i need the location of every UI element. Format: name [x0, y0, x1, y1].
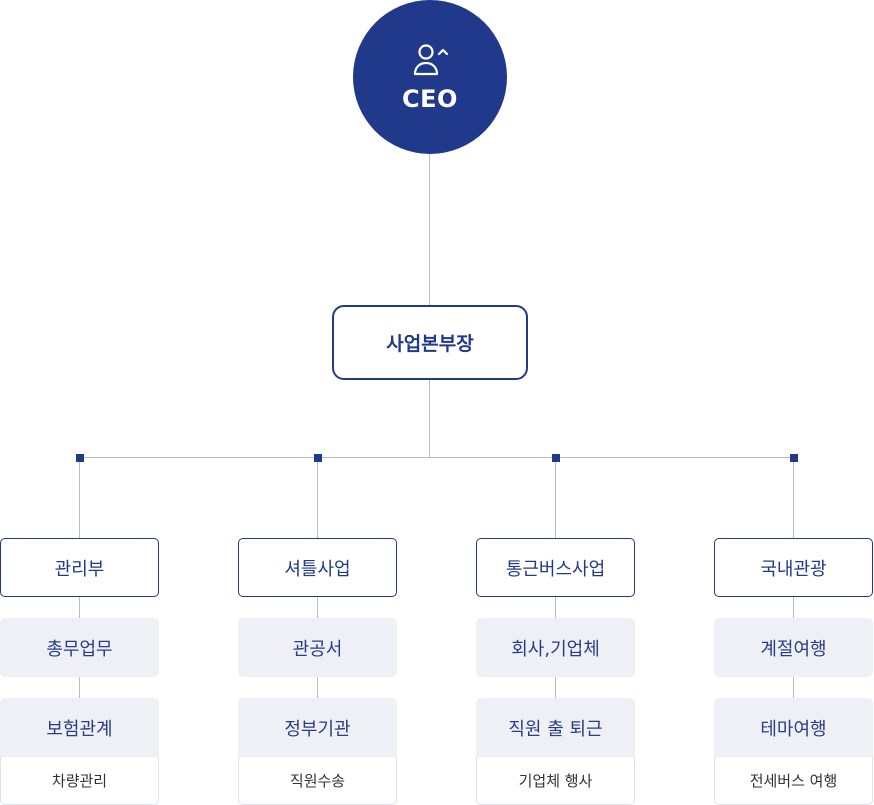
- branch-line-1: [79, 458, 80, 538]
- team-team-line-2: [317, 677, 318, 698]
- head-label: 사업본부장: [386, 333, 474, 355]
- ceo-label: CEO: [402, 85, 458, 113]
- branch-node-3: [552, 454, 560, 462]
- team-label: 직원 출 퇴근: [508, 718, 603, 740]
- team-box: 정부기관: [238, 698, 397, 757]
- head-node: 사업본부장: [332, 305, 528, 380]
- dept-team-line-3: [555, 597, 556, 618]
- head-connector-line: [429, 378, 430, 458]
- dept-label: 관리부: [54, 558, 105, 580]
- team-label: 총무업무: [46, 638, 113, 660]
- team-box: 계절여행: [714, 618, 873, 677]
- branch-node-1: [76, 454, 84, 462]
- dept-label: 셔틀사업: [284, 558, 351, 580]
- team-box: 회사,기업체: [476, 618, 635, 677]
- team-label: 관공서: [292, 638, 343, 660]
- dept-box-1: 관리부: [0, 538, 159, 597]
- sub-box: 직원수송: [238, 757, 397, 805]
- ceo-connector-line: [429, 154, 430, 305]
- team-box: 보험관계: [0, 698, 159, 757]
- branch-line-4: [793, 458, 794, 538]
- dept-box-3: 통근버스사업: [476, 538, 635, 597]
- dept-label: 국내관광: [760, 558, 827, 580]
- branch-line-2: [317, 458, 318, 538]
- team-box: 관공서: [238, 618, 397, 677]
- sub-label: 직원수송: [289, 772, 346, 790]
- team-label: 정부기관: [284, 718, 351, 740]
- branch-line-3: [555, 458, 556, 538]
- team-label: 회사,기업체: [511, 638, 600, 660]
- team-label: 보험관계: [46, 718, 113, 740]
- sub-label: 전세버스 여행: [749, 772, 838, 790]
- team-box: 직원 출 퇴근: [476, 698, 635, 757]
- team-label: 계절여행: [760, 638, 827, 660]
- sub-box: 전세버스 여행: [714, 757, 873, 805]
- person-icon: [413, 44, 448, 76]
- branch-horizontal-line: [79, 457, 795, 458]
- dept-team-line-4: [793, 597, 794, 618]
- team-box: 테마여행: [714, 698, 873, 757]
- team-team-line-4: [793, 677, 794, 698]
- team-box: 총무업무: [0, 618, 159, 677]
- team-team-line-1: [79, 677, 80, 698]
- sub-label: 차량관리: [51, 772, 108, 790]
- dept-team-line-2: [317, 597, 318, 618]
- ceo-node: CEO: [353, 0, 507, 154]
- sub-label: 기업체 행사: [518, 772, 593, 790]
- dept-team-line-1: [79, 597, 80, 618]
- branch-node-2: [314, 454, 322, 462]
- team-team-line-3: [555, 677, 556, 698]
- dept-label: 통근버스사업: [505, 558, 606, 580]
- sub-box: 기업체 행사: [476, 757, 635, 805]
- dept-box-4: 국내관광: [714, 538, 873, 597]
- branch-node-4: [790, 454, 798, 462]
- team-label: 테마여행: [760, 718, 827, 740]
- dept-box-2: 셔틀사업: [238, 538, 397, 597]
- sub-box: 차량관리: [0, 757, 159, 805]
